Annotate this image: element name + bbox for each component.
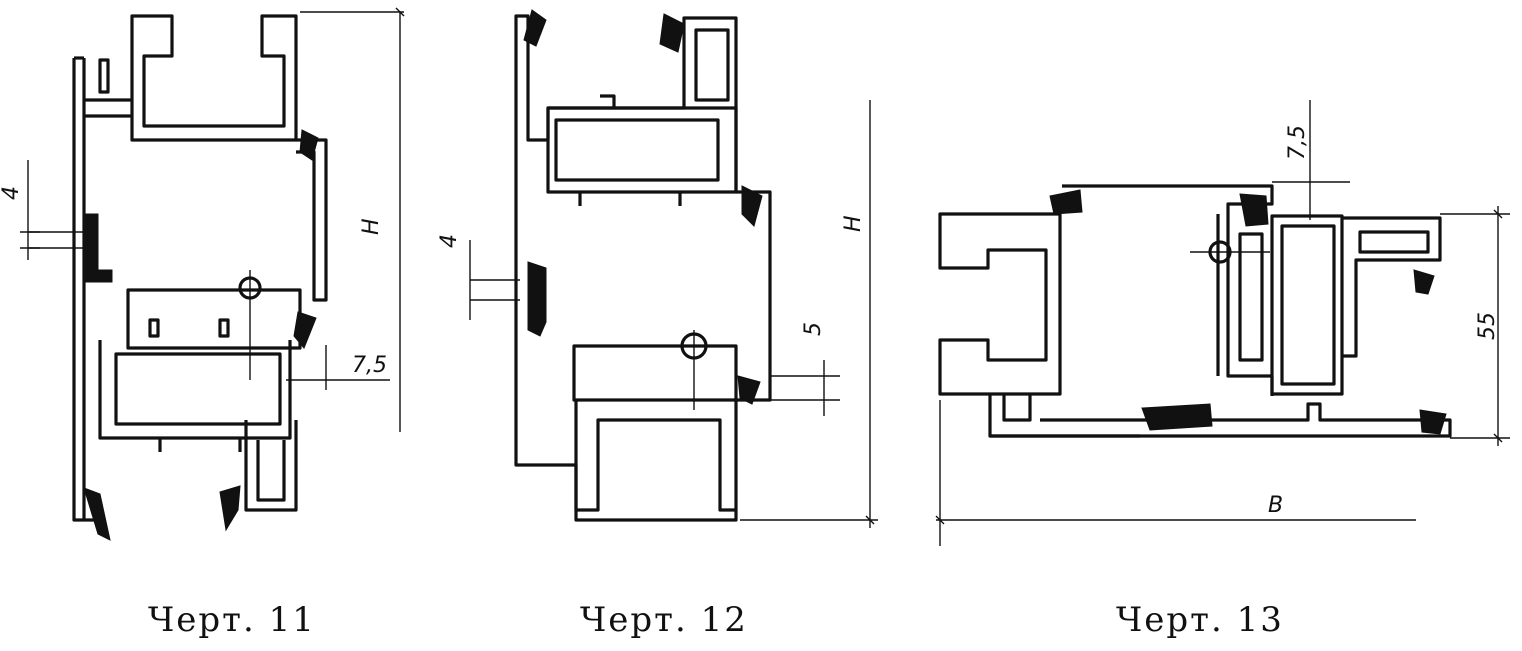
fig11-dim-offset: 7,5 — [352, 353, 387, 378]
fig13-dim-depth: 55 — [1475, 312, 1500, 340]
fig12-dim-gap: 5 — [801, 322, 826, 336]
fig11-dim-glass: 4 — [0, 186, 24, 200]
caption-figure-11: Черт. 11 — [148, 600, 316, 640]
fig12-dim-glass: 4 — [437, 234, 462, 248]
figure-11-drawing — [20, 7, 405, 541]
figure-13-drawing — [935, 100, 1510, 546]
fig12-dim-height: H — [841, 215, 866, 232]
fig11-dim-height: H — [359, 218, 384, 235]
figure-12-drawing — [469, 9, 878, 528]
caption-figure-12: Черт. 12 — [580, 600, 748, 640]
fig13-dim-width: B — [1268, 493, 1283, 518]
fig13-dim-offset: 7,5 — [1285, 125, 1310, 160]
caption-figure-13: Черт. 13 — [1116, 600, 1284, 640]
